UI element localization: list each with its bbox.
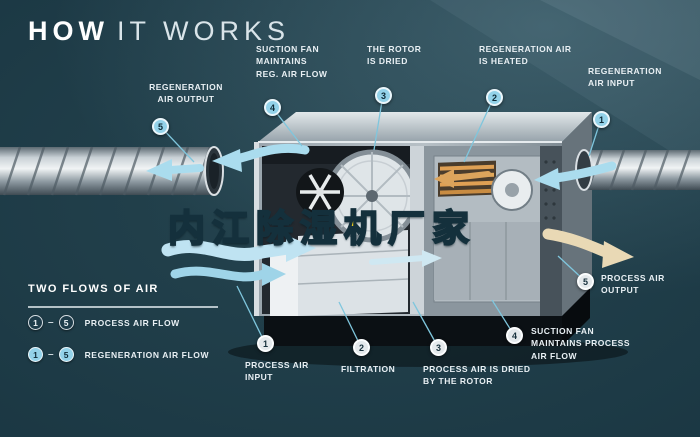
callout-badge-filtration: 2 <box>353 339 370 356</box>
callout-badge-regeneration-air-heated: 2 <box>486 89 503 106</box>
legend-label-process: PROCESS AIR FLOW <box>84 317 180 328</box>
callout-badge-suction-fan-reg: 4 <box>264 99 281 116</box>
legend-row-process: 1 – 5 PROCESS AIR FLOW <box>28 315 180 330</box>
base <box>264 288 590 346</box>
legend-dash: – <box>48 317 54 328</box>
page-title-bold: HOW <box>28 16 109 46</box>
suction-fan <box>296 168 344 216</box>
callout-badge-process-air-input: 1 <box>257 335 274 352</box>
callout-label-regeneration-air-output: REGENERATION AIR OUTPUT <box>149 82 223 105</box>
callout-badge-regeneration-air-output: 5 <box>152 118 169 135</box>
callout-label-process-air-output: PROCESS AIR OUTPUT <box>601 273 665 296</box>
legend-dash: – <box>48 349 54 360</box>
light-streaks <box>430 0 700 170</box>
legend-badge-regeneration-to: 5 <box>58 347 74 362</box>
legend-badge-process-to: 5 <box>58 315 74 330</box>
legend-label-regeneration: REGENERATION AIR FLOW <box>84 349 210 360</box>
watermark-text: 内江除湿机厂家 <box>167 206 476 251</box>
legend-badge-regeneration-from: 1 <box>28 347 43 362</box>
legend-divider <box>28 306 218 308</box>
callout-badge-suction-fan-process: 4 <box>506 327 523 344</box>
flow-arrows <box>146 143 634 286</box>
callout-badge-process-air-dried: 3 <box>430 339 447 356</box>
callout-label-rotor-dried: THE ROTOR IS DRIED <box>367 44 422 67</box>
divider-panel <box>410 146 424 314</box>
legend-title: TWO FLOWS OF AIR <box>28 283 159 295</box>
page-title-light: IT WORKS <box>116 16 290 46</box>
callout-label-process-air-input: PROCESS AIR INPUT <box>245 360 309 383</box>
unit-top-face <box>258 112 592 142</box>
callout-label-regeneration-air-heated: REGENERATION AIR IS HEATED <box>479 44 572 67</box>
callout-badge-process-air-output: 5 <box>577 273 594 290</box>
callout-badge-regeneration-air-input: 1 <box>593 111 610 128</box>
callout-badge-rotor-dried: 3 <box>375 87 392 104</box>
callout-label-process-air-dried: PROCESS AIR IS DRIED BY THE ROTOR <box>423 364 531 387</box>
legend-row-regeneration: 1 – 5 REGENERATION AIR FLOW <box>28 347 209 362</box>
callout-label-filtration: FILTRATION <box>341 364 396 374</box>
callout-label-regeneration-air-input: REGENERATION AIR INPUT <box>588 66 662 89</box>
regen-fan-opening <box>491 169 533 211</box>
callout-label-suction-fan-process: SUCTION FAN MAINTAINS PROCESS AIR FLOW <box>531 326 631 361</box>
legend-badge-process-from: 1 <box>28 315 43 330</box>
callout-label-suction-fan-reg: SUCTION FAN MAINTAINS REG. AIR FLOW <box>256 44 328 79</box>
